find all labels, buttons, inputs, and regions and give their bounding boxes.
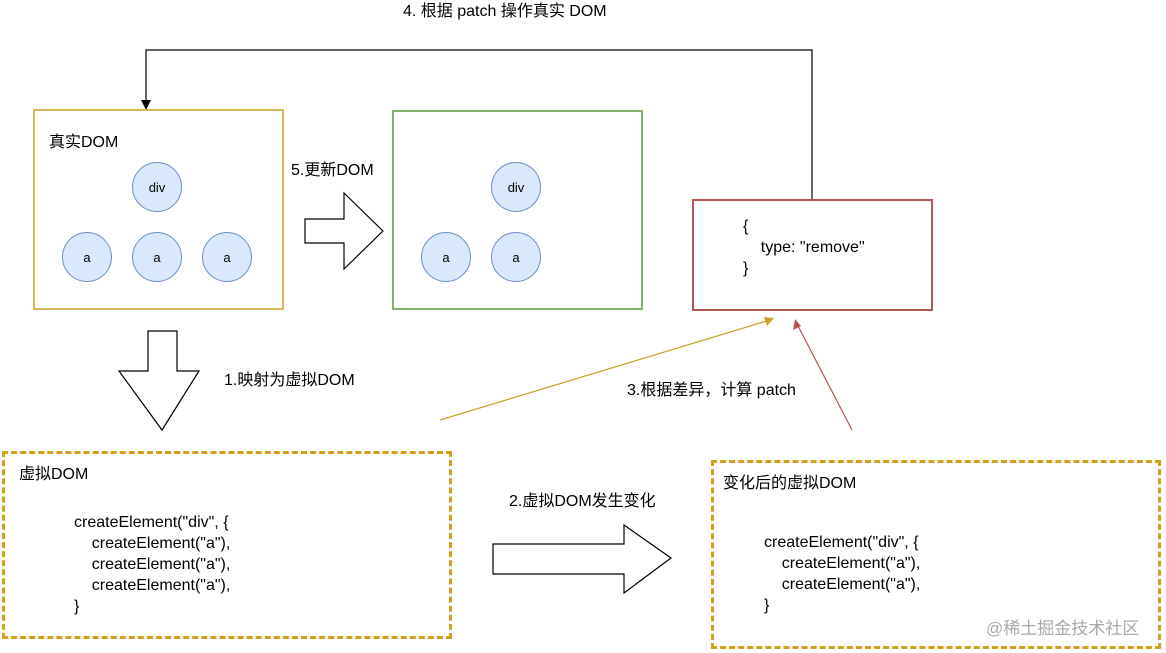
vdom-code-line-2: createElement("a"), [74,535,231,552]
real-dom-a-node-3: a [202,232,252,282]
real-dom-div-node: div [132,162,182,212]
update-dom-arrow [304,191,384,271]
step2-label: 2.虚拟DOM发生变化 [509,493,656,510]
step5-label: 5.更新DOM [291,162,374,179]
vdom-code-line-1: createElement("div", { [74,514,229,531]
patch-to-real-dom-connector [145,49,813,199]
patch-to-real-dom-arrowhead [141,100,151,110]
real-dom-a-node-1: a [62,232,112,282]
vdom-diff-line [439,319,771,421]
changed-vdom-code-line-3: createElement("a"), [764,576,921,593]
changed-vdom-code-line-1: createElement("div", { [764,534,919,551]
step1-label: 1.映射为虚拟DOM [224,372,355,389]
watermark: @稀土掘金技术社区 [986,619,1140,638]
changed-virtual-dom-box: 变化后的虚拟DOM createElement("div", { createE… [711,460,1161,649]
real-dom-a-node-2: a [132,232,182,282]
vdom-code-line-5: } [74,598,80,615]
real-dom-title: 真实DOM [49,134,119,151]
patch-line-3: } [743,260,749,277]
updated-dom-box: div a a [392,110,643,310]
vdom-diff-arrowhead [764,317,774,326]
step3-label: 3.根据差异，计算 patch [627,382,796,399]
patch-line-1: { [743,218,749,235]
changed-vdom-code-line-4: } [764,597,770,614]
virtual-dom-title: 虚拟DOM [19,466,89,483]
vdom-change-arrow [492,523,673,595]
updated-dom-div-node: div [491,162,541,212]
virtual-dom-box: 虚拟DOM createElement("div", { createEleme… [2,451,452,639]
vdom-code-line-4: createElement("a"), [74,577,231,594]
step4-label: 4. 根据 patch 操作真实 DOM [403,3,607,20]
patch-box: { type: "remove" } [692,199,933,311]
changed-vdom-diff-arrowhead [793,319,801,330]
changed-virtual-dom-title: 变化后的虚拟DOM [723,475,857,492]
updated-dom-a-node-1: a [421,232,471,282]
real-dom-box: 真实DOM div a a a [33,109,284,310]
updated-dom-a-node-2: a [491,232,541,282]
map-to-vdom-arrow [117,330,201,432]
vdom-code-line-3: createElement("a"), [74,556,231,573]
changed-vdom-diff-line [796,323,853,431]
changed-vdom-code-line-2: createElement("a"), [764,555,921,572]
patch-line-2: type: "remove" [743,239,865,256]
